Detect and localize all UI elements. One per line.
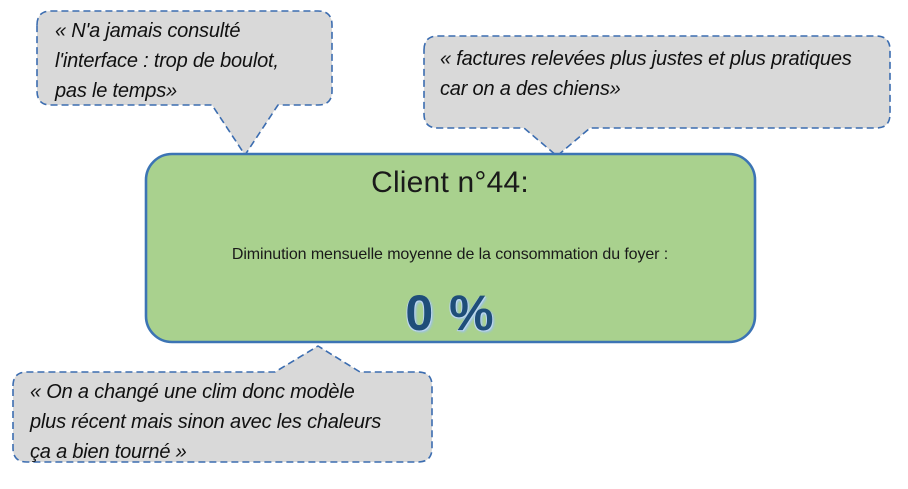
card-title: Client n°44: — [371, 166, 529, 199]
client-summary-card-shape[interactable] — [144, 152, 757, 344]
callout-text-top-left: « N'a jamais consulté l'interface : trop… — [55, 20, 279, 102]
card-value-percentage: 0 % — [405, 285, 495, 341]
callout-bubble-top-right-shape[interactable] — [423, 35, 891, 157]
callout-bubble-bottom-left-shape[interactable] — [12, 345, 433, 463]
callout-text-top-right: « factures relevées plus justes et plus … — [440, 48, 852, 100]
card-subtitle: Diminution mensuelle moyenne de la conso… — [231, 246, 669, 263]
callout-text-bottom-left: « On a changé une clim donc modèle plus … — [30, 381, 382, 463]
callout-bubble-top-left-shape[interactable] — [36, 10, 333, 156]
